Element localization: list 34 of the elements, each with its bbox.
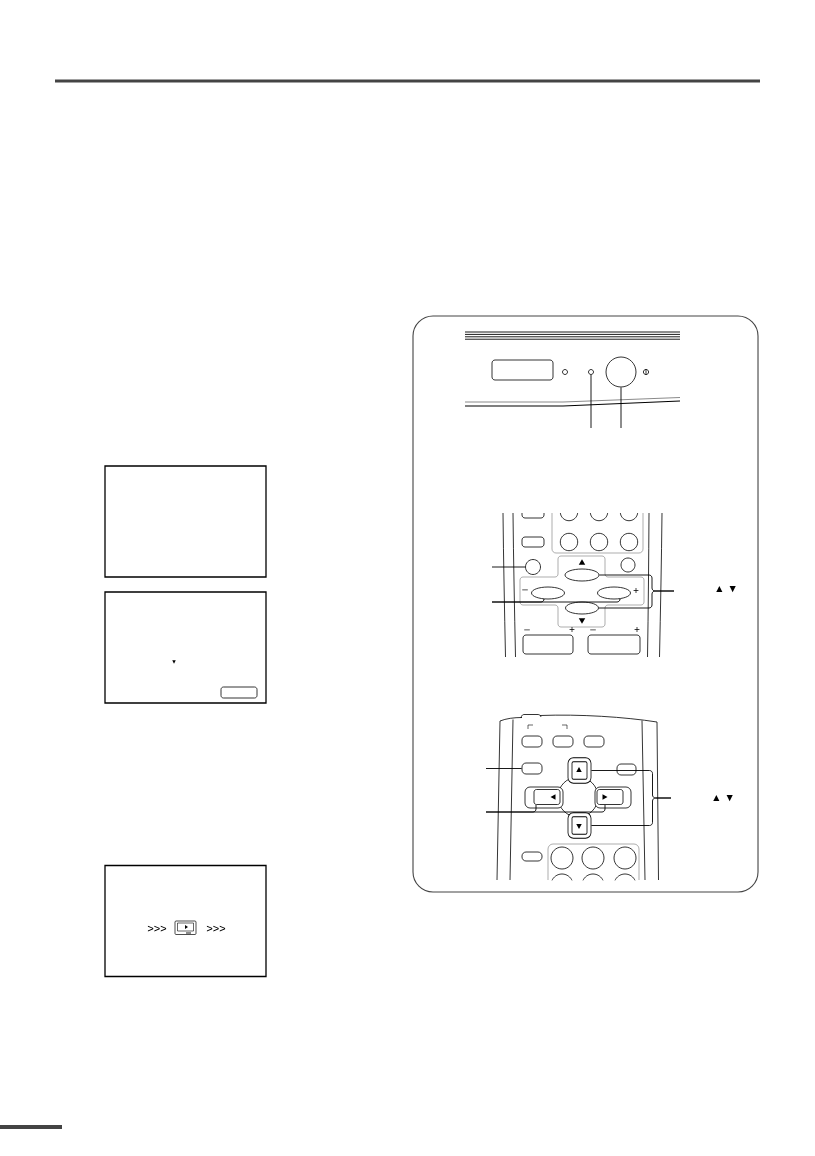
leader-line — [485, 768, 523, 769]
remote-button — [521, 762, 543, 775]
minus-sign: – — [590, 629, 596, 631]
dpad-button — [596, 789, 624, 805]
leader-line — [590, 797, 672, 826]
triangle-symbols: ▲ ▼ — [713, 794, 733, 802]
round-button — [619, 532, 639, 552]
leader-line — [598, 590, 675, 609]
leader-line — [620, 386, 622, 429]
dpad-button — [533, 789, 561, 805]
round-button — [620, 557, 636, 573]
oval-button — [565, 601, 599, 615]
plus-sign: + — [634, 627, 640, 632]
minus-sign: – — [522, 589, 528, 591]
round-button — [525, 559, 541, 575]
indicator-lamp — [588, 369, 594, 375]
dpad-button — [567, 812, 592, 839]
oval-button — [564, 568, 600, 582]
screen-box — [104, 465, 267, 578]
leader-line — [491, 566, 526, 568]
oval-button — [597, 586, 631, 600]
triangle-symbols: ▲ ▼ — [716, 585, 736, 593]
leader-line — [491, 598, 621, 603]
screen-box: >>> >>> — [104, 864, 267, 978]
plus-sign: + — [569, 627, 575, 632]
leader-line — [590, 374, 592, 429]
dpad-button — [567, 757, 592, 784]
leader-line — [485, 804, 606, 813]
oval-button — [531, 586, 565, 600]
plus-sign: + — [633, 588, 639, 593]
power-button — [605, 356, 637, 388]
minus-sign: – — [524, 629, 530, 631]
round-button — [559, 532, 579, 552]
round-button — [589, 532, 609, 552]
